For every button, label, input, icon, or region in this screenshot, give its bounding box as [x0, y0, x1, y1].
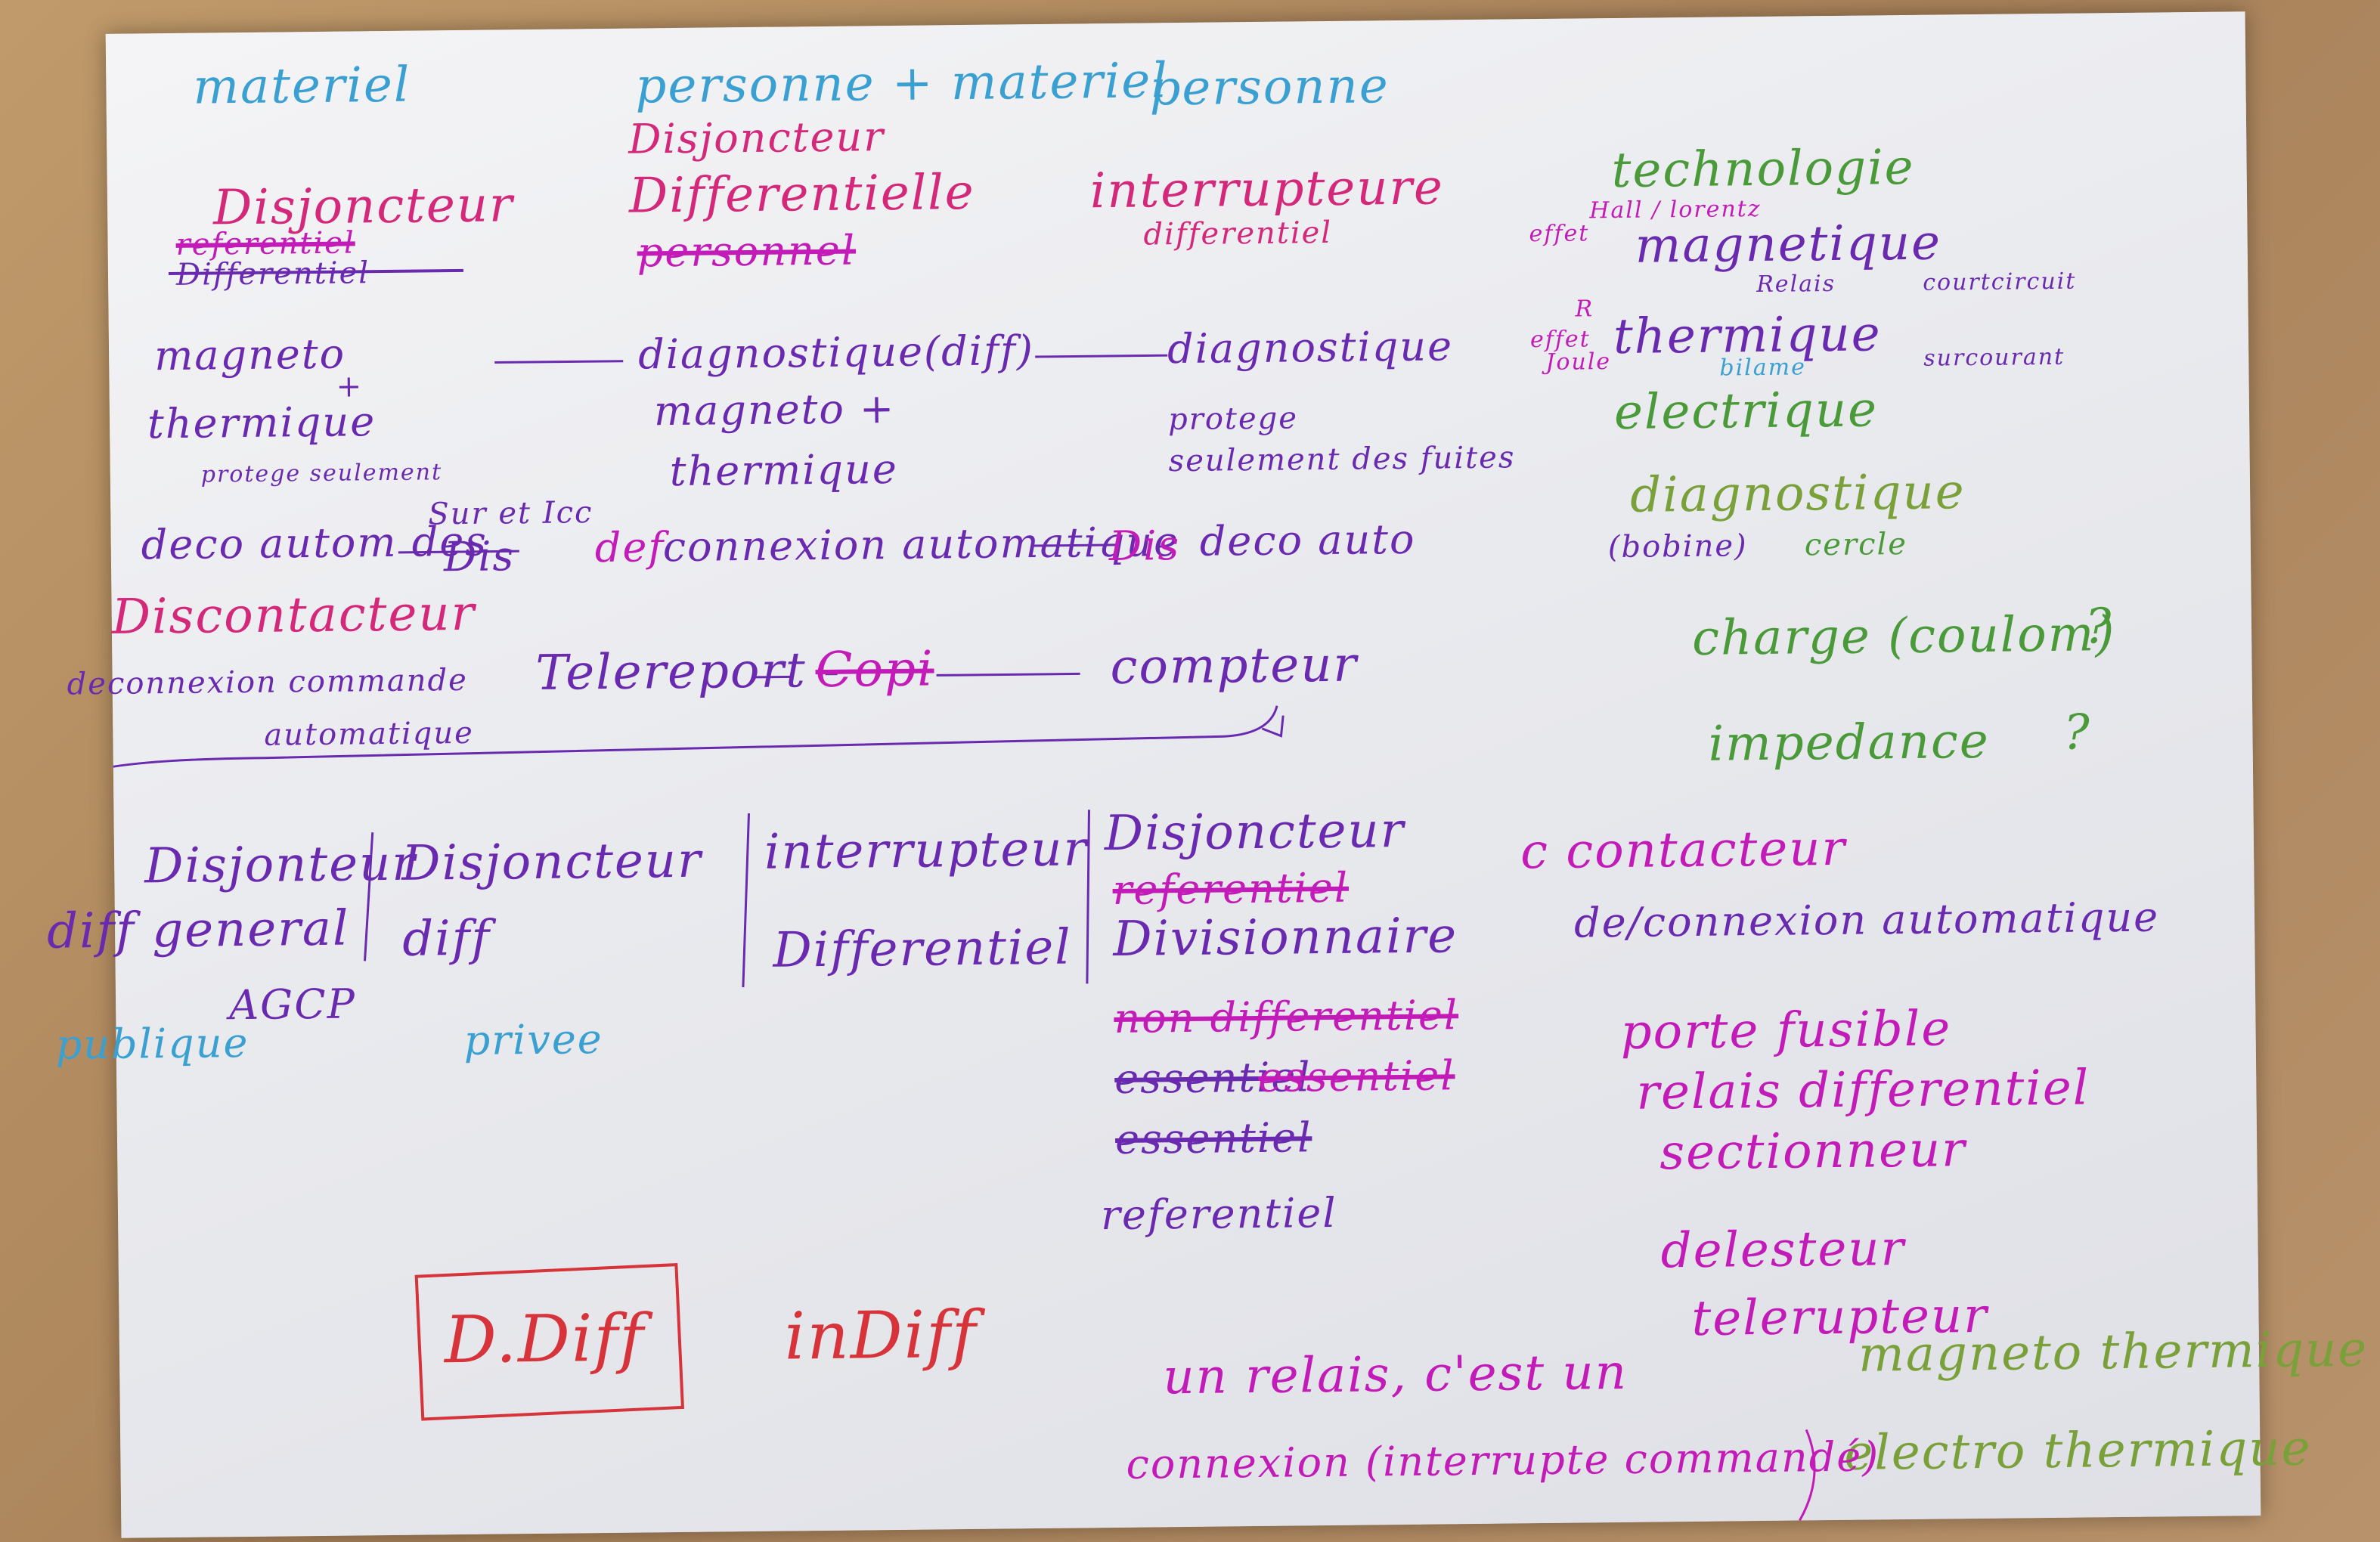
bottom-div-referentiel-struck: referentiel — [1112, 863, 1350, 914]
col4-relais: Relais — [1756, 270, 1836, 299]
col2-connexion-auto: connexion automatique — [662, 518, 1180, 571]
col2-copi: Copi — [815, 641, 934, 699]
col1-disjoncteur: Disjoncteur — [212, 177, 514, 237]
bottom-strike-essentiel-3: essentiel — [1114, 1113, 1312, 1163]
connector-magneto-diag — [494, 360, 624, 364]
label-ddiff: D.Diff — [444, 1300, 646, 1379]
bottom-delesteur: delesteur — [1660, 1221, 1906, 1280]
bottom-int-interrupteur: interrupteur — [764, 821, 1089, 881]
strike-line-differentiel — [168, 268, 463, 276]
col1-referentiel-struck: referentiel — [175, 225, 355, 262]
col3-protege: protege — [1167, 401, 1299, 438]
header-materiel: materiel — [193, 57, 411, 116]
col1-surintensite: Sur et Icc — [428, 495, 593, 532]
col3-diagnostique: diagnostique — [1167, 322, 1454, 373]
col2-differentielle: Differentielle — [628, 164, 975, 224]
bottom-div-disjoncteur: Disjoncteur — [1104, 802, 1405, 862]
col1-magneto: magneto — [153, 330, 346, 380]
connector-dis-dis — [1033, 543, 1117, 547]
connector-copi-compteur — [936, 672, 1080, 677]
col4-question-2: ? — [2063, 704, 2092, 761]
bottom-strike-non-differentiel: non differentiel — [1114, 991, 1459, 1042]
col2-disjoncteur: Disjoncteur — [628, 113, 885, 163]
col1-protege: protege seulement — [200, 459, 443, 488]
bottom-electro-thermique: electro thermique — [1844, 1420, 2312, 1482]
col4-technologie: technologie — [1611, 139, 1915, 200]
col2-diagnostique: diagnostique(diff) — [637, 327, 1035, 379]
col4-r-label: R — [1575, 296, 1594, 323]
col4-surcourant: surcourant — [1923, 343, 2065, 372]
bottom-int-differentiel: Differentiel — [773, 919, 1073, 979]
col4-effet-1: effet — [1529, 220, 1590, 248]
col1-dis: Dis — [443, 532, 516, 581]
bottom-referentiel: referentiel — [1100, 1188, 1337, 1240]
col4-thermique: thermique — [1613, 306, 1882, 366]
col3-deco-auto: deco auto — [1199, 515, 1416, 565]
col2-dis: Dis — [1108, 522, 1181, 571]
col3-interrupteure: interrupteure — [1089, 159, 1445, 220]
col2-telereport: Telereport - — [535, 642, 842, 701]
bottom-dg-diff-general: diff general — [46, 900, 350, 960]
col4-charge: charge (coulom) — [1691, 606, 2116, 667]
bottom-div-divisionnaire: Divisionnaire — [1112, 908, 1458, 968]
bottom-privee: privee — [463, 1015, 604, 1064]
col4-impedance: impedance — [1708, 713, 1991, 773]
divider-2 — [742, 813, 751, 988]
bottom-sectionneur: sectionneur — [1659, 1122, 1967, 1181]
bottom-relais-differentiel: relais differentiel — [1636, 1060, 2090, 1121]
col4-magnetique: magnetique — [1635, 215, 1942, 274]
col4-cercle: cercle — [1804, 526, 1908, 563]
bottom-dd-diff: diff — [401, 910, 491, 968]
col4-bilame: bilame — [1719, 354, 1807, 382]
divider-3 — [1086, 810, 1090, 984]
bottom-porte-fusible: porte fusible — [1620, 1001, 1952, 1061]
col4-courtcircuit: courtcircuit — [1923, 268, 2077, 296]
col2-compteur: compteur — [1110, 636, 1359, 696]
relais-bracket — [1799, 1429, 1816, 1522]
bottom-contacteur-desc: de/connexion automatique — [1573, 893, 2160, 947]
bottom-strike-essentiel-2: essentiel — [1257, 1051, 1455, 1101]
col4-diagnostique: diagnostique — [1629, 464, 1966, 524]
connector-lines — [105, 268, 1816, 1522]
handwritten-sheet: materiel personne + materiel personne Di… — [47, 11, 2369, 1538]
col2-def: def — [594, 523, 665, 572]
col1-automatique: automatique — [264, 715, 475, 753]
note-relais-line2: connexion (interrupte commandé) — [1126, 1432, 1880, 1488]
bottom-magneto-thermique: magneto thermique — [1858, 1321, 2369, 1383]
divider-1 — [364, 832, 374, 961]
col3-differentiel: differentiel — [1143, 215, 1333, 252]
col4-question-1: ? — [2084, 599, 2113, 655]
col2-struck-word: personnel — [637, 226, 857, 277]
header-personne-materiel: personne + materiel — [635, 53, 1170, 115]
col4-joule: Joule — [1545, 348, 1612, 376]
bottom-publique: publique — [55, 1018, 249, 1069]
col3-seulement-fuites: seulement des fuites — [1168, 440, 1516, 479]
col1-discontacteur: Discontacteur — [111, 585, 476, 646]
connector-deco-dis — [398, 550, 519, 554]
col1-differentiel-struck: Differentiel — [175, 255, 370, 293]
bottom-contacteur: c contacteur — [1520, 820, 1847, 881]
bottom-dd-disjoncteur: Disjoncteur — [401, 832, 703, 892]
col2-thermique: thermique — [669, 444, 899, 496]
bottom-dg-disjonteur: Disjonteur — [144, 835, 417, 895]
col1-deconnexion: deconnexion commande — [67, 662, 468, 702]
label-indiff: inDiff — [784, 1296, 978, 1375]
header-personne: personne — [1149, 58, 1390, 117]
col4-bobine: (bobine) — [1607, 528, 1748, 565]
curved-arrow — [105, 705, 1278, 784]
note-relais-line1: un relais, c'est un — [1162, 1344, 1629, 1406]
col2-magneto: magneto + — [653, 384, 896, 435]
arrow-head — [1261, 715, 1285, 738]
connector-diag-diag — [1035, 354, 1168, 358]
col1-thermique: thermique — [147, 398, 377, 448]
col4-electrique: electrique — [1613, 382, 1879, 441]
